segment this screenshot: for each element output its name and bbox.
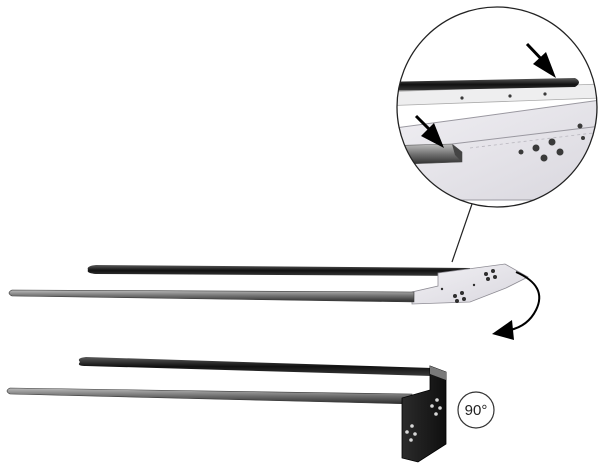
zoom-hole-pattern [460, 92, 585, 162]
bent-lower-rail [6, 387, 413, 405]
zoom-circle-border [396, 6, 598, 208]
arrow-down-right-icon [414, 114, 444, 148]
angle-badge: 90° [457, 391, 495, 429]
flat-end-plate [411, 263, 529, 305]
flat-upper-rail [87, 265, 471, 276]
zoom-plate [397, 99, 597, 201]
bent-upper-rail [78, 357, 432, 376]
curved-rotation-arrow-icon [492, 271, 541, 340]
flat-lower-rail [8, 289, 415, 303]
bent-bracket [6, 357, 447, 463]
flat-bracket [8, 263, 529, 305]
arrow-down-left-icon [525, 42, 556, 78]
flat-hole-pattern [440, 269, 497, 303]
zoom-dark-rod [397, 78, 579, 91]
zoom-lower-rail [397, 143, 463, 166]
angle-badge-circle [457, 391, 495, 429]
angle-badge-label: 90° [465, 402, 488, 419]
zoom-lower-rail-edge [452, 144, 462, 162]
bent-vertical-plate [401, 365, 447, 463]
bent-hole-pattern [405, 398, 442, 442]
callout-leader-line [451, 203, 473, 263]
zoom-callout [396, 6, 598, 208]
bent-plate-edge [430, 366, 446, 380]
